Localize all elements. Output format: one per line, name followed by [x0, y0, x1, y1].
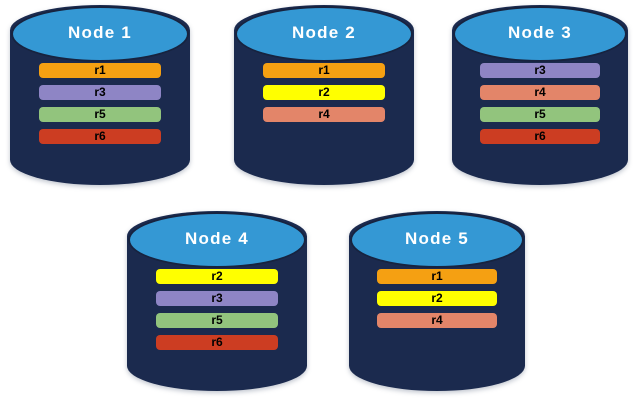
replica-bar-r4[interactable]: r4 [377, 313, 497, 328]
replica-list: r1 r2 r4 [349, 269, 525, 335]
replica-bar-r3[interactable]: r3 [155, 291, 279, 306]
replica-bar-r3[interactable]: r3 [480, 63, 600, 78]
replica-bar-r5[interactable]: r5 [480, 107, 600, 122]
replica-bar-r5[interactable]: r5 [38, 107, 162, 122]
cylinder-top-icon [235, 6, 413, 62]
replica-bar-r2[interactable]: r2 [377, 291, 497, 306]
replica-list: r2 r3 r5 r6 [127, 269, 307, 357]
replica-bar-r1[interactable]: r1 [262, 63, 386, 78]
cylinder-top-icon [350, 212, 524, 268]
replica-bar-r4[interactable]: r4 [262, 107, 386, 122]
replica-bar-r3[interactable]: r3 [38, 85, 162, 100]
replica-bar-r2[interactable]: r2 [262, 85, 386, 100]
replica-list: r1 r2 r4 [234, 63, 414, 129]
replica-bar-r6[interactable]: r6 [155, 335, 279, 350]
cylinder-top-icon [128, 212, 306, 268]
cylinder-top-icon [11, 6, 189, 62]
cylinder-top-icon [453, 6, 627, 62]
replica-bar-r1[interactable]: r1 [377, 269, 497, 284]
replica-bar-r1[interactable]: r1 [38, 63, 162, 78]
replica-bar-r2[interactable]: r2 [155, 269, 279, 284]
replica-bar-r6[interactable]: r6 [38, 129, 162, 144]
replica-bar-r6[interactable]: r6 [480, 129, 600, 144]
replica-list: r1 r3 r5 r6 [10, 63, 190, 151]
replica-list: r3 r4 r5 r6 [452, 63, 628, 151]
replica-bar-r5[interactable]: r5 [155, 313, 279, 328]
replica-bar-r4[interactable]: r4 [480, 85, 600, 100]
